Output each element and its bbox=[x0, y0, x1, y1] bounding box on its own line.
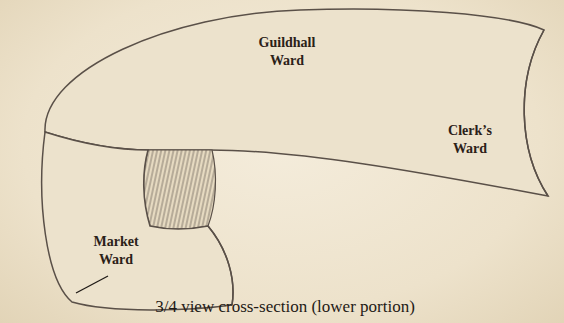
ward-label: Guildhall Ward bbox=[247, 34, 327, 70]
market-cut-face bbox=[208, 226, 233, 305]
ward-label: Market Ward bbox=[81, 233, 151, 269]
leader-line bbox=[76, 276, 108, 293]
caption: 3/4 view cross-section (lower portion) bbox=[155, 297, 415, 317]
market-piece bbox=[42, 132, 233, 310]
stairs bbox=[144, 150, 216, 229]
ward-label: Clerk’s Ward bbox=[435, 122, 505, 158]
right-cut-face bbox=[524, 30, 548, 196]
